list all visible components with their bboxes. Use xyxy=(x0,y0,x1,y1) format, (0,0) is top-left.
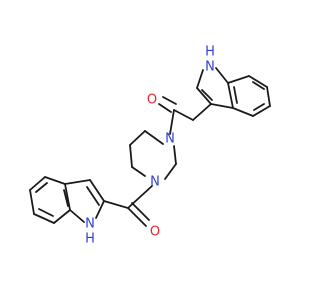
bottom-indole-pyrrole-ring xyxy=(64,179,105,223)
atom-nh-top-n-label: N xyxy=(205,60,215,75)
molecule-structure: O N N O H N N H xyxy=(29,45,271,247)
top-indole-pyrrole-ring xyxy=(196,67,234,109)
atom-n-piperazine-top: N xyxy=(165,132,175,147)
atom-nh-bottom-h-label: H xyxy=(85,232,95,247)
atom-o-ketone-label: O xyxy=(147,93,157,108)
amide-linker xyxy=(103,185,153,227)
atom-n-bottom-label: N xyxy=(150,175,160,190)
top-indole-benzene-ring xyxy=(227,75,271,117)
atom-nh-top-indole: H N xyxy=(205,45,215,75)
atom-o-amide-label: O xyxy=(150,225,160,240)
atom-o-amide: O xyxy=(150,225,160,240)
atom-nh-bottom-indole: N H xyxy=(85,217,95,247)
acetyl-linker xyxy=(158,96,212,135)
bottom-indole-benzene-ring xyxy=(29,176,71,224)
atom-nh-bottom-n-label: N xyxy=(85,217,95,232)
atom-nh-top-h-label: H xyxy=(205,45,215,60)
atom-n-piperazine-bottom: N xyxy=(150,175,160,190)
atom-n-top-label: N xyxy=(165,132,175,147)
atom-o-ketone: O xyxy=(147,93,157,108)
piperazine-ring xyxy=(129,130,177,180)
